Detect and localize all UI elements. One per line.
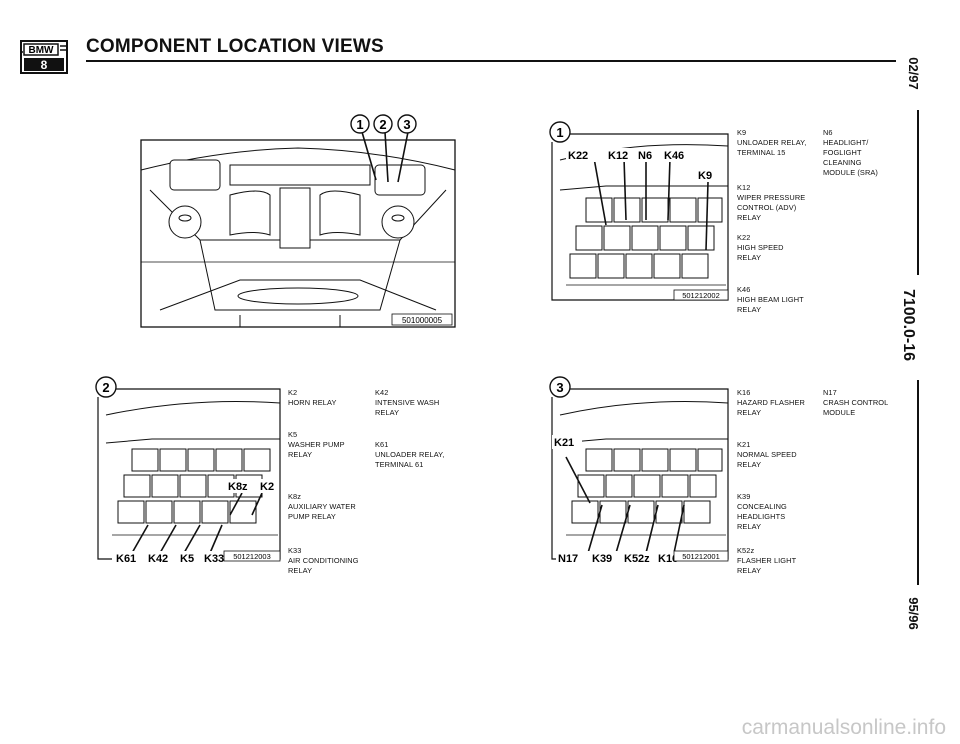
diagram-3-ref: 501212001 (682, 552, 720, 561)
diagram-2-label-k33: K33 (204, 553, 224, 565)
side-rule-2 (917, 380, 919, 585)
legend-code: K52z (737, 546, 755, 555)
legend-code: K22 (737, 233, 751, 242)
legend-k12: K12 WIPER PRESSURE CONTROL (ADV) RELAY (737, 183, 805, 223)
diagram-1-label-k9: K9 (698, 170, 712, 182)
callout-2: 2 (379, 117, 386, 132)
legend-desc: INTENSIVE WASH RELAY (375, 398, 440, 417)
side-rule-1 (917, 110, 919, 275)
legend-code: K33 (288, 546, 302, 555)
legend-desc: NORMAL SPEED RELAY (737, 450, 797, 469)
legend-k22: K22 HIGH SPEED RELAY (737, 233, 784, 263)
diagram-1-label-k46: K46 (664, 150, 684, 162)
diagram-1-label-k12: K12 (608, 150, 628, 162)
diagram-1-ref: 501212002 (682, 291, 720, 300)
legend-desc: HIGH BEAM LIGHT RELAY (737, 295, 804, 314)
diagram-1-number: 1 (556, 125, 563, 140)
diagram-2-label-k42: K42 (148, 553, 168, 565)
relay-box-diagram-3: 3 K21 N17 K39 K52z K16 501212001 (549, 376, 729, 565)
legend-k2: K2 HORN RELAY (288, 388, 337, 408)
legend-code: K5 (288, 430, 298, 439)
legend-desc: FLASHER LIGHT RELAY (737, 556, 797, 575)
title-rule (86, 60, 896, 62)
legend-k42: K42 INTENSIVE WASH RELAY (375, 388, 439, 418)
callout-1: 1 (356, 117, 363, 132)
diagram-1-label-k22: K22 (568, 150, 588, 162)
legend-code: N17 (823, 388, 837, 397)
legend-desc: HAZARD FLASHER RELAY (737, 398, 805, 417)
engine-bay-view: 1 2 3 501000005 (140, 114, 456, 328)
legend-k5: K5 WASHER PUMP RELAY (288, 430, 345, 460)
logo-sub: 8 (41, 58, 48, 72)
legend-code: K39 (737, 492, 751, 501)
logo-text: BMW (29, 45, 55, 56)
side-page-number: 7100.0-16 (900, 288, 918, 362)
legend-code: K9 (737, 128, 747, 137)
legend-desc: CONCEALING HEADLIGHTS RELAY (737, 502, 787, 531)
legend-k61: K61 UNLOADER RELAY, TERMINAL 61 (375, 440, 444, 470)
legend-code: K12 (737, 183, 751, 192)
legend-k39: K39 CONCEALING HEADLIGHTS RELAY (737, 492, 787, 532)
legend-desc: AIR CONDITIONING RELAY (288, 556, 359, 575)
side-date-top: 02/97 (905, 57, 921, 90)
side-date-bottom: 95/96 (905, 597, 921, 630)
diagram-3-number: 3 (556, 380, 563, 395)
diagram-2-label-k2: K2 (260, 481, 274, 493)
legend-desc: WASHER PUMP RELAY (288, 440, 345, 459)
diagram-3-label-k16: K16 (658, 553, 678, 565)
legend-k33: K33 AIR CONDITIONING RELAY (288, 546, 359, 576)
diagram-3-label-k39: K39 (592, 553, 612, 565)
legend-k16: K16 HAZARD FLASHER RELAY (737, 388, 805, 418)
legend-k8z: K8z AUXILIARY WATER PUMP RELAY (288, 492, 356, 522)
legend-code: K8z (288, 492, 302, 501)
relay-box-diagram-1: 1 K22 K12 N6 K46 K9 501212002 (549, 121, 729, 301)
page-title: COMPONENT LOCATION VIEWS (86, 36, 384, 57)
legend-code: K16 (737, 388, 751, 397)
diagram-1-label-n6: N6 (638, 150, 652, 162)
legend-desc: HORN RELAY (288, 398, 337, 407)
diagram-2-ref: 501212003 (233, 552, 271, 561)
legend-k21: K21 NORMAL SPEED RELAY (737, 440, 797, 470)
legend-desc: UNLOADER RELAY, TERMINAL 61 (375, 450, 445, 469)
legend-k9: K9 UNLOADER RELAY, TERMINAL 15 (737, 128, 806, 158)
engine-view-ref: 501000005 (402, 316, 443, 325)
legend-desc: CRASH CONTROL MODULE (823, 398, 889, 417)
watermark: carmanualsonline.info (741, 716, 946, 739)
legend-code: N6 (823, 128, 833, 137)
diagram-2-label-k8z: K8z (228, 481, 248, 493)
legend-n6: N6 HEADLIGHT/ FOGLIGHT CLEANING MODULE (… (823, 128, 878, 178)
diagram-3-label-n17: N17 (558, 553, 578, 565)
diagram-2-label-k5: K5 (180, 553, 194, 565)
legend-code: K2 (288, 388, 298, 397)
bmw-8-series-logo: BMW 8 (20, 40, 68, 74)
diagram-2-label-k61: K61 (116, 553, 136, 565)
diagram-3-label-k21: K21 (554, 437, 574, 449)
legend-code: K21 (737, 440, 751, 449)
legend-desc: HEADLIGHT/ FOGLIGHT CLEANING MODULE (SRA… (823, 138, 878, 177)
legend-k46: K46 HIGH BEAM LIGHT RELAY (737, 285, 804, 315)
legend-n17: N17 CRASH CONTROL MODULE (823, 388, 888, 418)
callout-3: 3 (403, 117, 410, 132)
legend-desc: HIGH SPEED RELAY (737, 243, 784, 262)
legend-code: K61 (375, 440, 389, 449)
legend-desc: UNLOADER RELAY, TERMINAL 15 (737, 138, 807, 157)
legend-code: K42 (375, 388, 389, 397)
legend-desc: WIPER PRESSURE CONTROL (ADV) RELAY (737, 193, 806, 222)
diagram-2-number: 2 (102, 380, 109, 395)
diagram-3-label-k52z: K52z (624, 553, 650, 565)
relay-box-diagram-2: 2 K8z K2 K61 K42 K5 K33 501212003 (95, 376, 281, 565)
legend-code: K46 (737, 285, 751, 294)
legend-k52z: K52z FLASHER LIGHT RELAY (737, 546, 796, 576)
legend-desc: AUXILIARY WATER PUMP RELAY (288, 502, 356, 521)
